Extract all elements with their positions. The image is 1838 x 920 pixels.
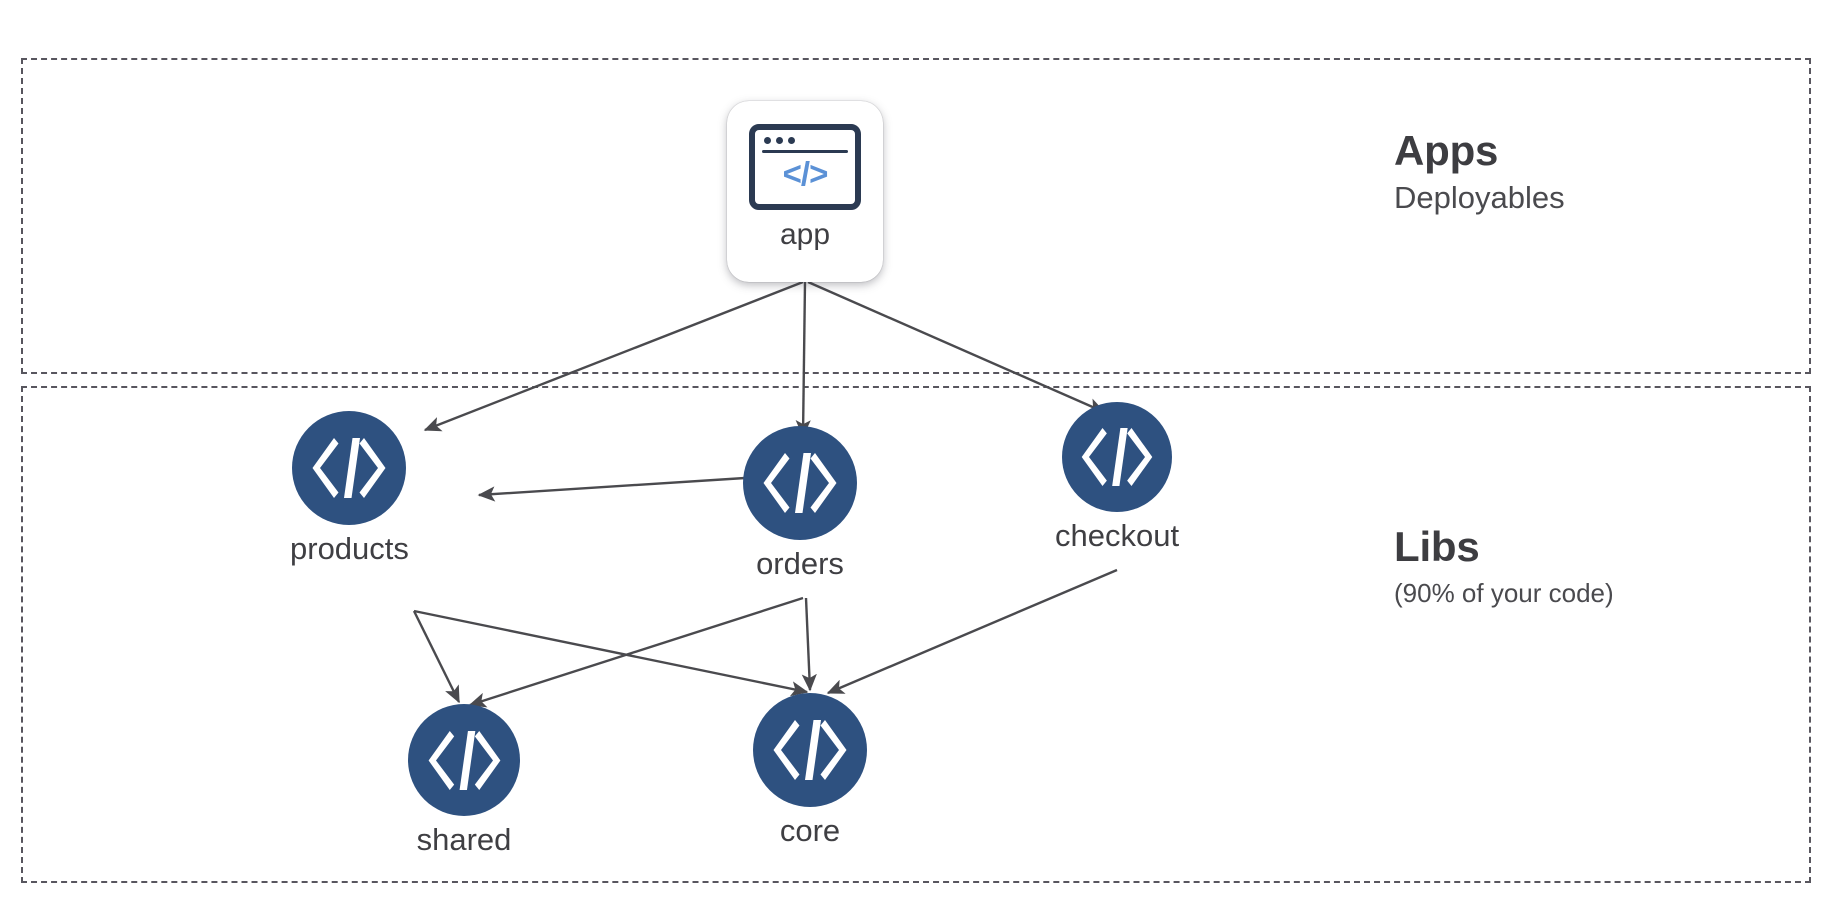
code-brackets-icon	[773, 720, 847, 780]
node-shared[interactable]: shared	[408, 704, 520, 857]
region-libs-subtitle: (90% of your code)	[1394, 578, 1614, 609]
browser-code-icon: </>	[749, 124, 861, 210]
node-products-label: products	[290, 531, 409, 566]
node-products[interactable]: products	[290, 411, 409, 566]
node-core-label: core	[779, 813, 841, 848]
browser-divider	[762, 150, 848, 153]
code-brackets-icon	[312, 438, 386, 498]
node-checkout-label: checkout	[1055, 518, 1180, 553]
region-libs-title: Libs	[1394, 523, 1480, 570]
node-orders[interactable]: orders	[743, 426, 857, 581]
node-shared-label: shared	[416, 822, 512, 857]
code-brackets-icon	[1081, 428, 1153, 486]
node-orders-label: orders	[756, 546, 844, 581]
node-checkout[interactable]: checkout	[1055, 402, 1179, 553]
code-brackets-icon	[763, 453, 837, 513]
orders-circle	[743, 426, 857, 540]
region-libs-caption: Libs (90% of your code)	[1394, 524, 1614, 610]
checkout-circle	[1062, 402, 1173, 512]
node-app[interactable]: </> app	[727, 101, 883, 282]
region-apps-title: Apps	[1394, 127, 1499, 174]
core-circle	[753, 693, 867, 807]
shared-circle	[408, 704, 520, 816]
region-apps-caption: Apps Deployables	[1394, 128, 1565, 217]
node-core[interactable]: core	[753, 693, 867, 848]
node-app-label: app	[779, 218, 831, 251]
browser-dots-icon	[764, 137, 795, 144]
products-circle	[292, 411, 407, 525]
code-brackets-icon: </>	[782, 155, 829, 192]
region-apps-subtitle: Deployables	[1394, 180, 1565, 216]
code-brackets-icon	[428, 730, 500, 790]
